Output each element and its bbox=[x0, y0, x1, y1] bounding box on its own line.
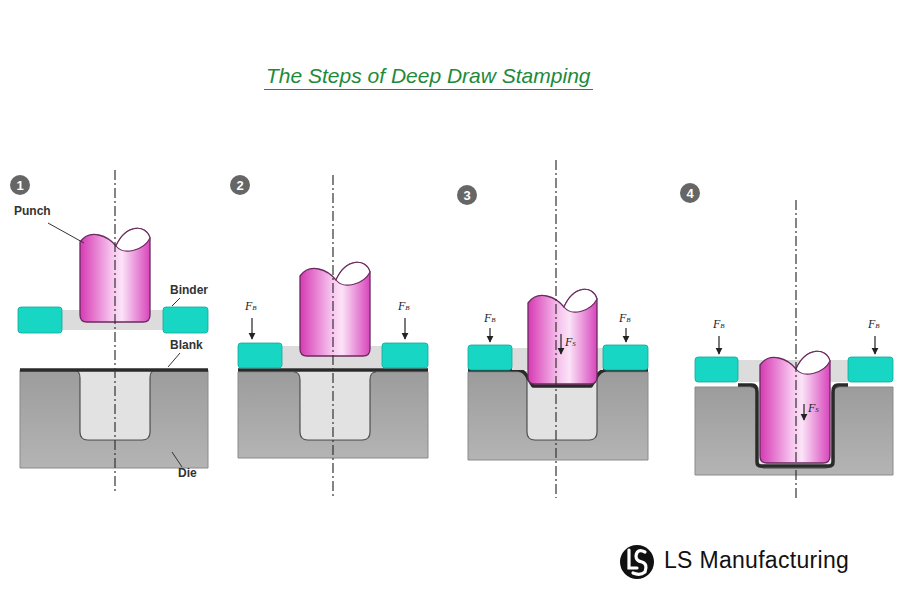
brand-name: LS Manufacturing bbox=[664, 548, 849, 573]
center-axis bbox=[114, 170, 115, 492]
force-arrow bbox=[625, 328, 626, 342]
punch bbox=[300, 262, 370, 356]
binder bbox=[18, 307, 62, 333]
force-arrow bbox=[718, 336, 719, 354]
callout-number: 4 bbox=[680, 184, 700, 204]
binder bbox=[382, 343, 428, 368]
leader-line bbox=[172, 452, 182, 467]
logo-icon bbox=[620, 545, 654, 579]
die-body bbox=[20, 370, 208, 468]
part-label: Punch bbox=[14, 205, 51, 218]
force-arrow bbox=[874, 336, 875, 354]
center-axis bbox=[332, 175, 333, 498]
leader-line bbox=[168, 353, 180, 367]
force-label: FB bbox=[484, 312, 496, 325]
punch-cut-face bbox=[336, 262, 370, 285]
callout-number: 1 bbox=[10, 176, 30, 196]
leader-line bbox=[48, 223, 84, 243]
step-badge bbox=[230, 175, 250, 195]
force-label: FS bbox=[808, 402, 819, 415]
leader-line bbox=[172, 298, 180, 306]
punch-cut-face bbox=[796, 351, 830, 374]
binder bbox=[848, 357, 893, 382]
part-label: Binder bbox=[170, 284, 208, 297]
punch-cut-face bbox=[564, 289, 597, 312]
force-label: FB bbox=[868, 318, 880, 331]
force-label: FB bbox=[713, 318, 725, 331]
binder bbox=[695, 357, 738, 382]
force-label: FB bbox=[245, 300, 257, 313]
center-axis bbox=[795, 200, 796, 500]
force-arrow bbox=[803, 404, 804, 420]
step-badge bbox=[10, 175, 30, 195]
die-cavity bbox=[294, 372, 376, 440]
force-label: FB bbox=[619, 312, 631, 325]
force-arrow bbox=[251, 318, 252, 339]
callout-number: 2 bbox=[230, 176, 250, 196]
step-badge bbox=[457, 185, 477, 205]
punch bbox=[528, 289, 597, 384]
part-label: Blank bbox=[170, 339, 203, 352]
center-axis bbox=[555, 160, 556, 498]
punch bbox=[760, 351, 830, 463]
force-arrow bbox=[404, 318, 405, 339]
force-arrow bbox=[560, 334, 561, 354]
binder bbox=[163, 307, 208, 333]
step-badge bbox=[680, 183, 700, 203]
binder bbox=[238, 343, 282, 368]
force-label: FS bbox=[565, 336, 576, 349]
punch-cut-face bbox=[116, 228, 150, 251]
force-arrow bbox=[489, 328, 490, 342]
force-label: FB bbox=[398, 300, 410, 313]
binder bbox=[468, 345, 512, 370]
diagram-title: The Steps of Deep Draw Stamping bbox=[264, 64, 593, 90]
binder bbox=[603, 345, 648, 370]
callout-number: 3 bbox=[457, 186, 477, 206]
blank-sheet bbox=[20, 368, 208, 372]
part-label: Die bbox=[178, 467, 197, 480]
